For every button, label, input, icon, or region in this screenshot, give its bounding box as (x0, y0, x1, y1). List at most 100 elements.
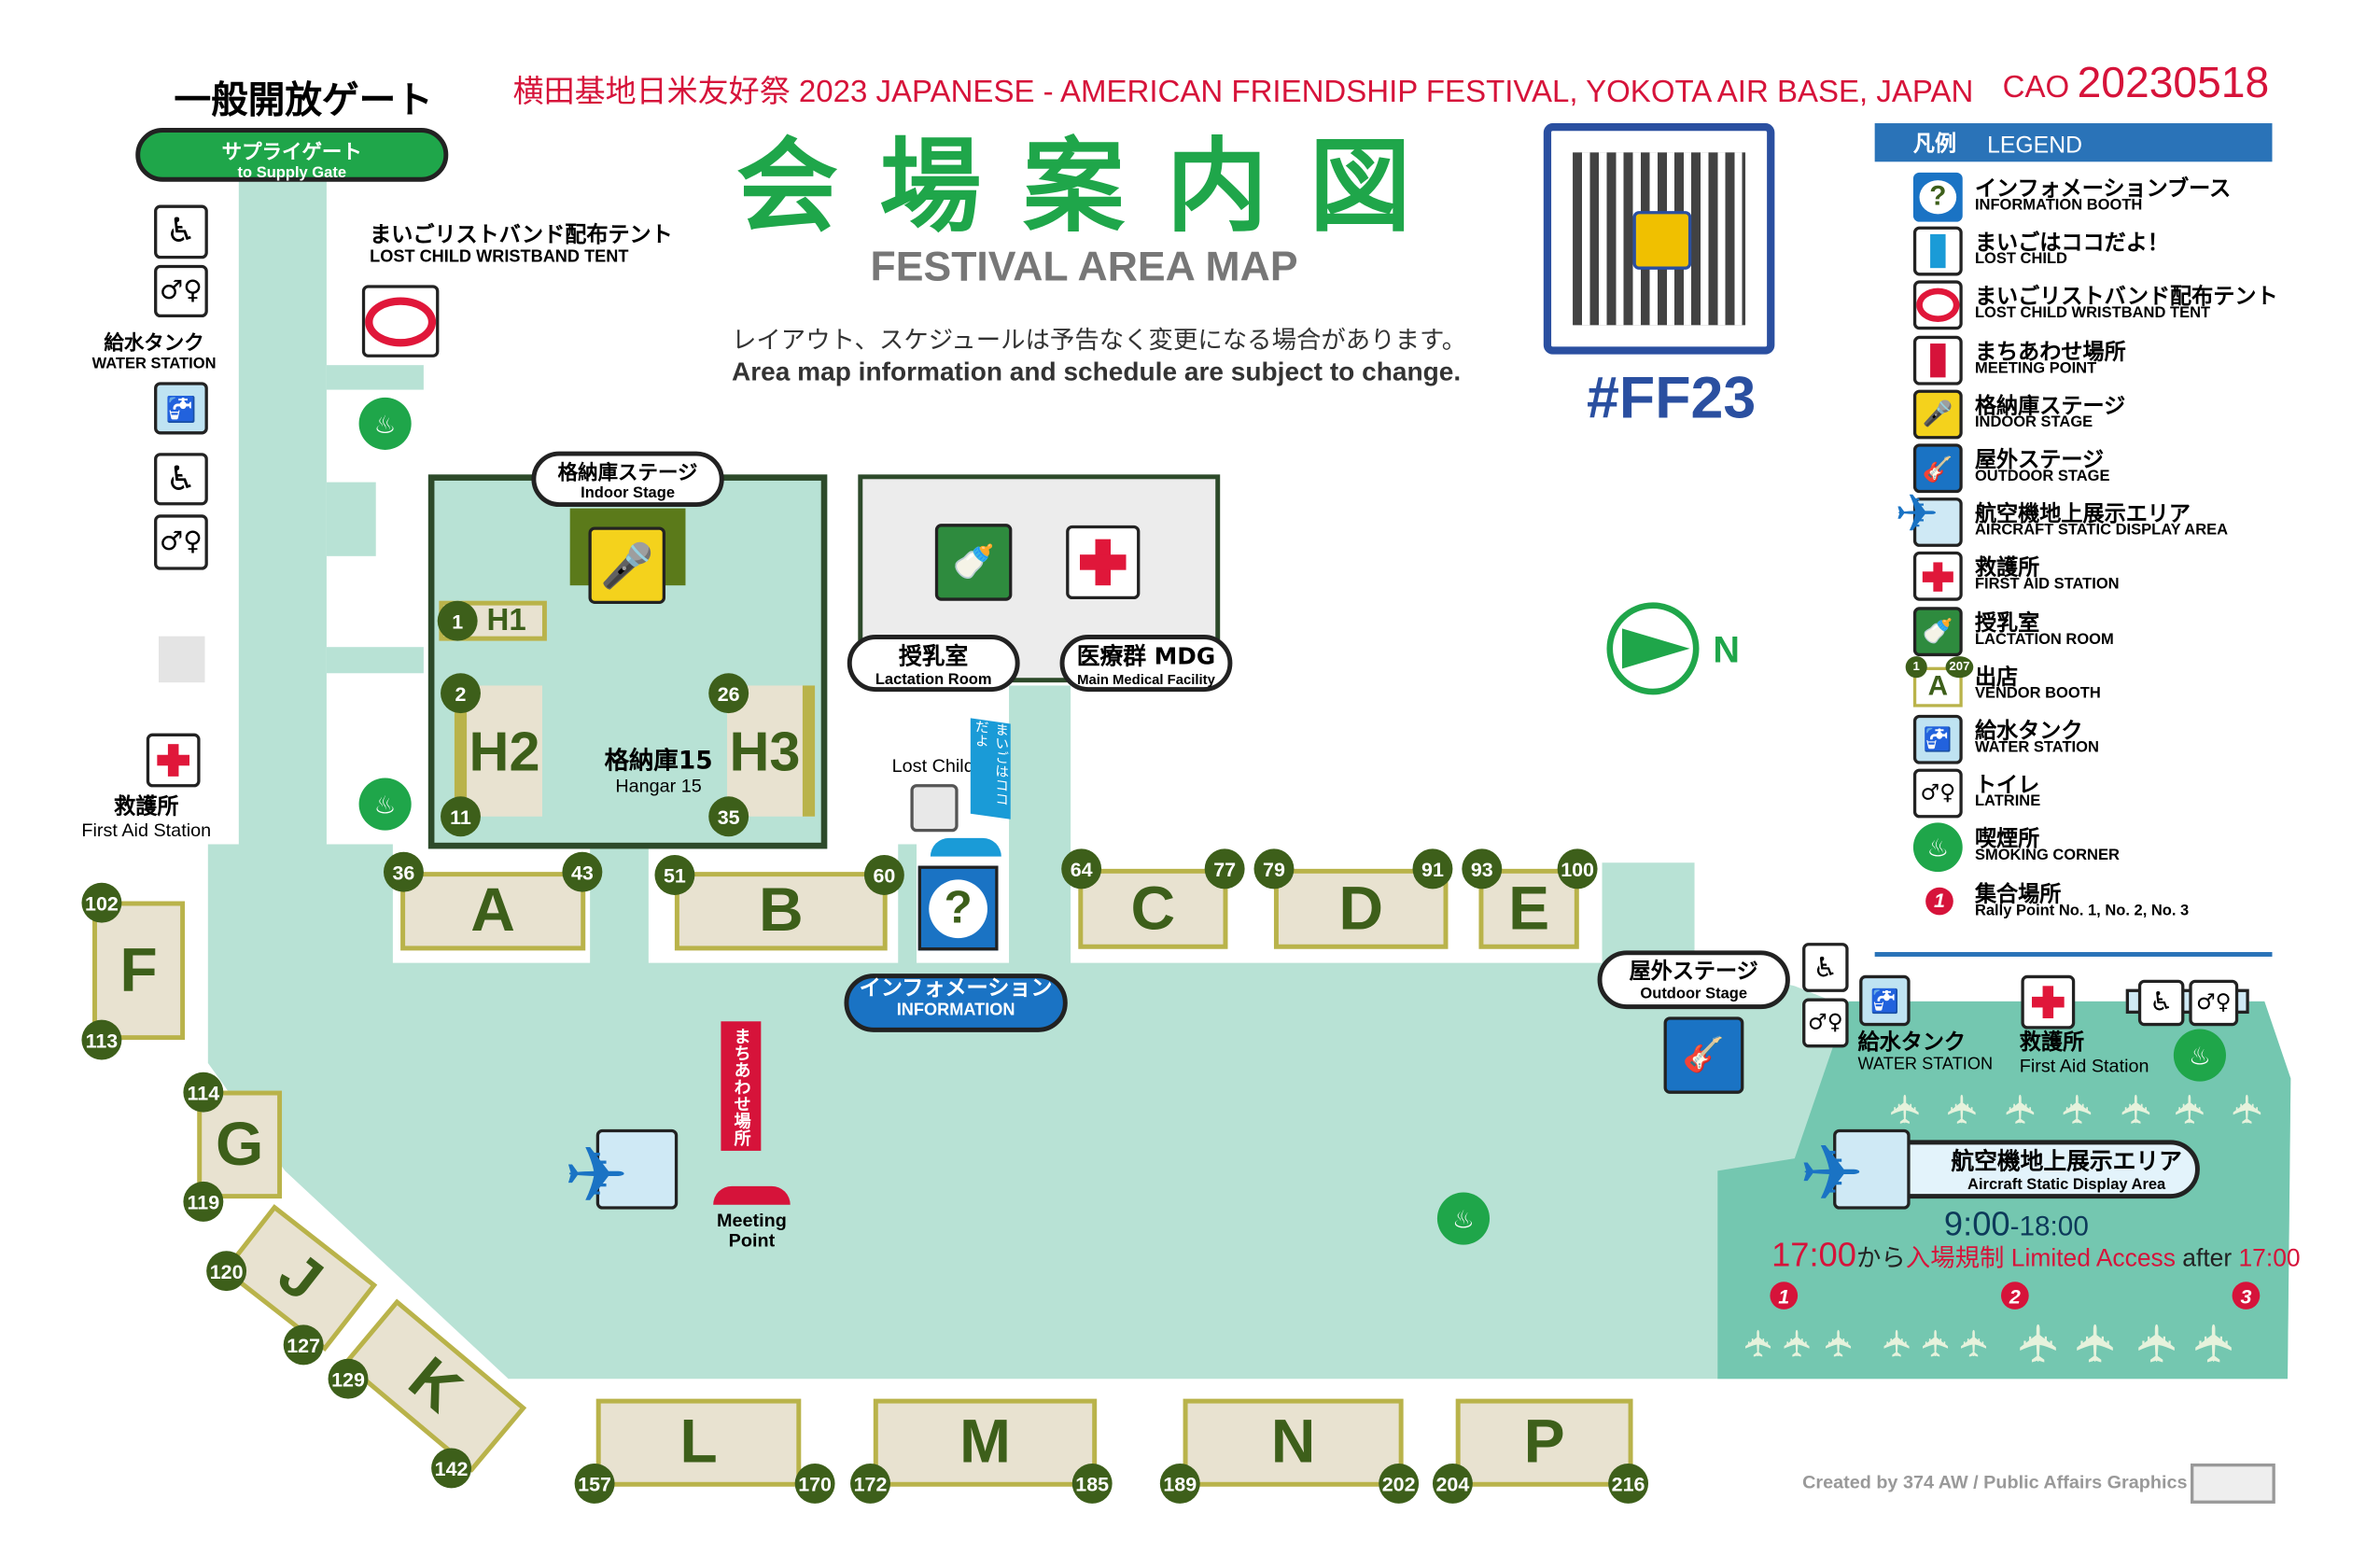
parked-aircraft-icon: ✈ (2184, 1321, 2247, 1366)
booth-number-start: 189 (1159, 1463, 1200, 1504)
first-aid-ja: 救護所 (114, 794, 179, 820)
smoking-icon: ♨ (2173, 1029, 2226, 1082)
supply-gate: サプライゲート to Supply Gate (135, 127, 449, 182)
booth-number-start: 114 (183, 1072, 224, 1113)
cao-date: 20230518 (2077, 58, 2270, 106)
booth-p[interactable]: P (1455, 1398, 1633, 1487)
lost-child-flag-icon (1912, 226, 1963, 276)
graphics-logo (2191, 1463, 2275, 1504)
hashtag: #FF23 (1587, 366, 1757, 432)
booth-number: 1 (437, 600, 478, 641)
hangar-label: 格納庫15 Hangar 15 (570, 747, 748, 795)
booth-f[interactable]: F (92, 901, 186, 1041)
booth-number-end: 216 (1608, 1463, 1649, 1504)
aircraft-hours: 9:00-18:00 (1944, 1205, 2089, 1245)
restriction-kara: から (1855, 1246, 1906, 1273)
booth-number-start: 79 (1253, 848, 1295, 890)
access-restriction: 17:00から入場規制 Limited Access after 17:00 (1771, 1236, 2301, 1276)
indoor-stage-en: Indoor Stage (581, 484, 676, 503)
notice-ja: レイアウト、スケジュールは予告なく変更になる場合があります。 (731, 325, 1467, 355)
legend-label-en: WATER STATION (1974, 739, 2099, 757)
legend-label-en: Rally Point No. 1, No. 2, No. 3 (1974, 902, 2190, 919)
parked-aircraft-icon: ✈ (1953, 1327, 1997, 1359)
legend-label-ja: まいごリストバンド配布テント (1974, 285, 2278, 311)
legend-label-en: OUTDOOR STAGE (1974, 468, 2110, 485)
wristband-en: LOST CHILD WRISTBAND TENT (370, 248, 629, 268)
booth-number-end: 100 (1557, 848, 1598, 890)
water-en: WATER STATION (91, 356, 217, 373)
hours-start: 9:00 (1943, 1204, 2010, 1243)
lactation-icon: 🍼 (1912, 606, 1963, 656)
booth-number-end: 170 (794, 1463, 835, 1504)
booth-number-start: 120 (206, 1251, 247, 1292)
legend-rally-number: 1 (1925, 887, 1953, 915)
outdoor-stage-icon: 🎸 (1912, 443, 1963, 494)
meeting-flag-icon (1912, 335, 1963, 385)
legend-label-en: LACTATION ROOM (1974, 631, 2114, 649)
lost-child-label: Lost Child (891, 754, 974, 777)
booth-c[interactable]: C (1078, 868, 1228, 949)
booth-n[interactable]: N (1183, 1398, 1404, 1487)
booth-number-end: 91 (1412, 848, 1453, 890)
compass-north-label: N (1713, 630, 1740, 672)
booth-number: 2 (441, 673, 481, 714)
legend-label-ja: 出店 (1974, 665, 2019, 691)
lost-child-flag: まいごはココだよ (970, 718, 1011, 820)
latrine-icon: ♂♀ (154, 264, 208, 318)
wheelchair-icon: ♿ (2137, 979, 2185, 1027)
supply-gate-ja: サプライゲート (221, 141, 362, 165)
booth-number-end: 119 (183, 1181, 224, 1222)
parked-aircraft-icon: ✈ (2056, 1092, 2103, 1127)
legend-label-en: LATRINE (1974, 793, 2041, 811)
booth-number: 26 (708, 673, 749, 714)
lactation-ja: 授乳室 (899, 642, 969, 670)
qr-code[interactable] (1543, 123, 1775, 355)
legend-label-en: INDOOR STAGE (1974, 413, 2093, 431)
shield-logo-icon (1632, 211, 1692, 270)
booth-number-end: 113 (81, 1019, 122, 1060)
east-first-aid-ja: 救護所 (2019, 1030, 2085, 1056)
outdoor-ja: 屋外ステージ (1629, 960, 1758, 985)
booth-a[interactable]: A (400, 872, 586, 951)
aircraft-icon: ✈ (1895, 489, 1963, 548)
first-aid-icon (2021, 974, 2076, 1030)
parked-aircraft-icon: ✈ (2127, 1321, 2190, 1366)
wristband-tent-label: まいごリストバンド配布テント LOST CHILD WRISTBAND TENT (370, 223, 673, 268)
booth-number-end: 127 (283, 1324, 324, 1366)
legend-title-en: LEGEND (1987, 132, 2082, 160)
booth-b[interactable]: B (674, 872, 888, 951)
legend-label-ja: 喫煙所 (1974, 827, 2040, 853)
legend-label-ja: 格納庫ステージ (1974, 394, 2126, 419)
latrine-icon: ♂♀ (2189, 979, 2239, 1027)
parked-aircraft-icon: ✈ (1876, 1327, 1920, 1359)
booth-number-start: 172 (850, 1463, 890, 1504)
booth-m[interactable]: M (873, 1398, 1098, 1487)
aircraft-icon: ✈ (1799, 1128, 1864, 1219)
information-booth[interactable]: ? (917, 865, 999, 951)
parked-aircraft-icon: ✈ (1776, 1327, 1820, 1359)
latrine-icon: ♂♀ (154, 514, 208, 570)
booth-number-start: 36 (383, 851, 424, 892)
parked-aircraft-icon: ✈ (1737, 1327, 1782, 1359)
supply-gate-en: to Supply Gate (237, 164, 347, 182)
legend-label-ja: まちあわせ場所 (1974, 340, 2126, 365)
legend-label-ja: 屋外ステージ (1974, 448, 2105, 473)
booth-l[interactable]: L (595, 1398, 802, 1487)
booth-h2: H2 (454, 685, 542, 817)
gate-title: 一般開放ゲート (174, 78, 433, 122)
page-subtitle: FESTIVAL AREA MAP (870, 243, 1298, 290)
booth-d[interactable]: D (1273, 868, 1449, 949)
booth-number-end: 185 (1071, 1463, 1113, 1504)
legend-booth-end: 207 (1945, 655, 1974, 678)
wheelchair-icon: ♿ (1802, 943, 1849, 992)
outdoor-en: Outdoor Stage (1640, 986, 1748, 1003)
compass-icon (1606, 602, 1700, 695)
legend-label-en: LOST CHILD (1974, 251, 2067, 269)
meeting-label-2: Point (728, 1229, 776, 1252)
water-ja: 給水タンク (104, 332, 204, 357)
legend-booth-start: 1 (1905, 655, 1927, 678)
